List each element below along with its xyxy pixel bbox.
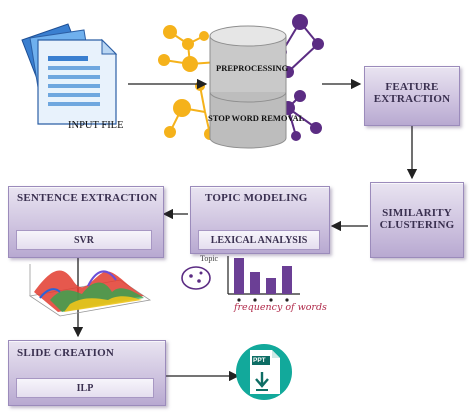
sentence-extraction-title: SENTENCE EXTRACTION	[17, 192, 158, 204]
slide-creation-title: SLIDE CREATION	[17, 347, 115, 359]
ppt-file-icon	[236, 344, 292, 400]
topic-frequency-icon	[181, 256, 300, 302]
ilp-box: ILP	[16, 378, 154, 398]
similarity-line1: SIMILARITY	[382, 207, 452, 219]
database-icon	[209, 25, 287, 149]
lexical-analysis-box: LEXICAL ANALYSIS	[198, 230, 320, 250]
feature-extraction-line2: EXTRACTION	[373, 93, 451, 105]
preprocessing-label: PREPROCESSING	[216, 63, 289, 73]
stop-word-removal-label: STOP WORD REMOVAL	[208, 113, 305, 123]
feature-extraction-box: FEATURE EXTRACTION	[364, 66, 460, 126]
topic-label: Topic	[200, 254, 219, 263]
similarity-line2: CLUSTERING	[379, 219, 455, 231]
frequency-of-words-label: frequency of words	[234, 302, 327, 313]
surface-plot-icon	[28, 264, 152, 317]
input-file-label: INPUT FILE	[68, 120, 124, 131]
svr-box: SVR	[16, 230, 152, 250]
similarity-clustering-box: SIMILARITY CLUSTERING	[370, 182, 464, 258]
document-stack-icon	[21, 23, 118, 125]
ppt-label: PPT	[253, 357, 266, 364]
topic-modeling-title: TOPIC MODELING	[205, 192, 308, 204]
feature-extraction-line1: FEATURE	[385, 81, 439, 93]
